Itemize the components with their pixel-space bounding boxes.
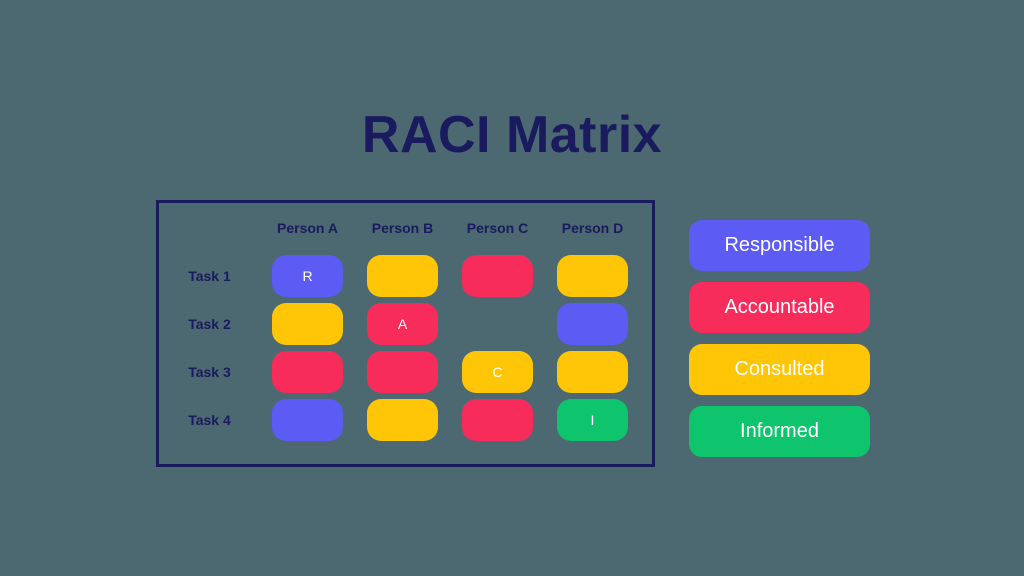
row-label-3: Task 3 <box>188 364 231 380</box>
raci-cell-consulted <box>557 255 628 297</box>
row-label-2: Task 2 <box>188 316 231 332</box>
matrix-cell-slot <box>450 396 545 444</box>
matrix-cell-slot <box>545 300 640 348</box>
column-header-1: Person A <box>277 219 338 236</box>
column-header-4: Person D <box>561 219 624 236</box>
raci-cell-consulted <box>367 255 438 297</box>
matrix-cell-slot <box>545 252 640 300</box>
matrix-cell-slot: A <box>355 300 450 348</box>
column-header-2: Person B <box>371 219 434 236</box>
raci-cell-accountable <box>462 399 533 441</box>
row-label-1: Task 1 <box>188 268 231 284</box>
legend-item-consulted: Consulted <box>689 344 870 395</box>
matrix-cell-slot <box>260 396 355 444</box>
legend-item-informed: Informed <box>689 406 870 457</box>
raci-cell-accountable <box>462 255 533 297</box>
matrix-cell-slot: I <box>545 396 640 444</box>
legend-item-accountable: Accountable <box>689 282 870 333</box>
raci-cell-responsible <box>557 303 628 345</box>
matrix-cell-slot <box>450 252 545 300</box>
matrix-cell-slot <box>355 348 450 396</box>
raci-cell-responsible: R <box>272 255 343 297</box>
raci-cell-responsible <box>272 399 343 441</box>
matrix-cell-slot <box>355 252 450 300</box>
matrix-cell-slot: R <box>260 252 355 300</box>
matrix-cell-slot <box>260 348 355 396</box>
matrix-cell-slot <box>355 396 450 444</box>
row-label-4: Task 4 <box>188 412 231 428</box>
matrix-cell-slot <box>450 300 545 348</box>
legend-item-responsible: Responsible <box>689 220 870 271</box>
raci-matrix: Person A Person B Person C Person D Task 1 R T… <box>156 200 655 467</box>
matrix-cell-slot <box>545 348 640 396</box>
raci-cell-accountable <box>272 351 343 393</box>
raci-cell-accountable: A <box>367 303 438 345</box>
matrix-cell-slot <box>260 300 355 348</box>
raci-cell-consulted <box>557 351 628 393</box>
raci-cell-informed: I <box>557 399 628 441</box>
raci-cell-consulted <box>367 399 438 441</box>
column-header-3: Person C <box>466 219 529 236</box>
matrix-corner-spacer <box>159 203 260 252</box>
raci-cell-consulted: C <box>462 351 533 393</box>
matrix-cell-slot: C <box>450 348 545 396</box>
raci-cell-accountable <box>367 351 438 393</box>
raci-cell-consulted <box>272 303 343 345</box>
page-title: RACI Matrix <box>361 105 663 164</box>
